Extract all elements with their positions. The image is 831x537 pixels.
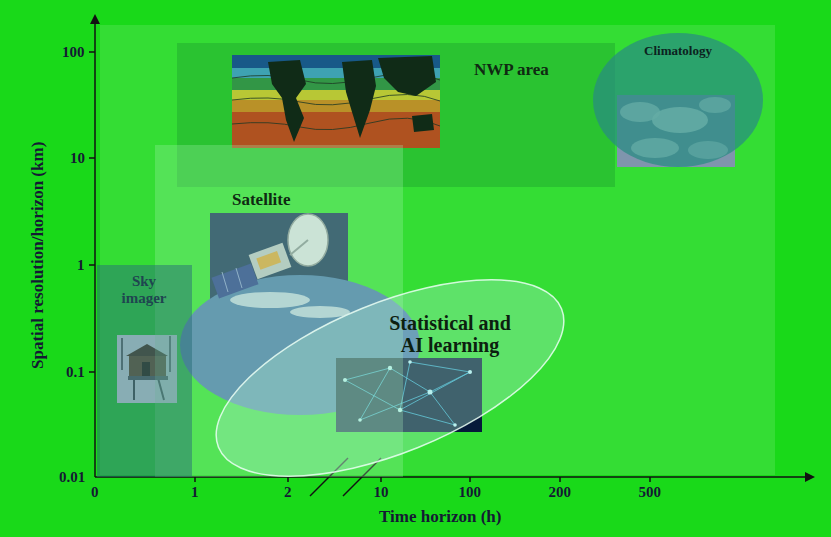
region-label: Climatology: [644, 44, 712, 59]
axis-title: Time horizon (h): [379, 508, 501, 527]
sky-imager-region: Sky imager: [97, 265, 192, 477]
region-label: Statistical and AI learning: [381, 312, 519, 357]
tick-label: 10: [374, 484, 389, 501]
region-label: Sky imager: [117, 273, 172, 307]
tick-label: 1: [77, 257, 85, 274]
tick-label: 1: [191, 484, 199, 501]
tick-label: 2: [284, 484, 292, 501]
tick-label: 0.1: [66, 364, 85, 381]
tick-label: 10: [70, 150, 85, 167]
tick-label: 100: [459, 484, 482, 501]
tick-label: 200: [549, 484, 572, 501]
tick-label: 500: [639, 484, 662, 501]
tick-label: 0.01: [59, 469, 85, 486]
region-shape: [212, 278, 568, 478]
climatology-region: Climatology: [592, 32, 764, 168]
tick-label: 0: [91, 484, 99, 501]
axis-title: Spatial resolution/horizon (km): [29, 141, 48, 368]
ai-learning-region: Statistical and AI learning: [212, 278, 568, 478]
region-shape: [593, 33, 763, 167]
tick-label: 100: [62, 44, 85, 61]
region-outline: [212, 278, 568, 478]
region-label: Satellite: [232, 190, 291, 209]
region-label: NWP area: [474, 60, 549, 79]
